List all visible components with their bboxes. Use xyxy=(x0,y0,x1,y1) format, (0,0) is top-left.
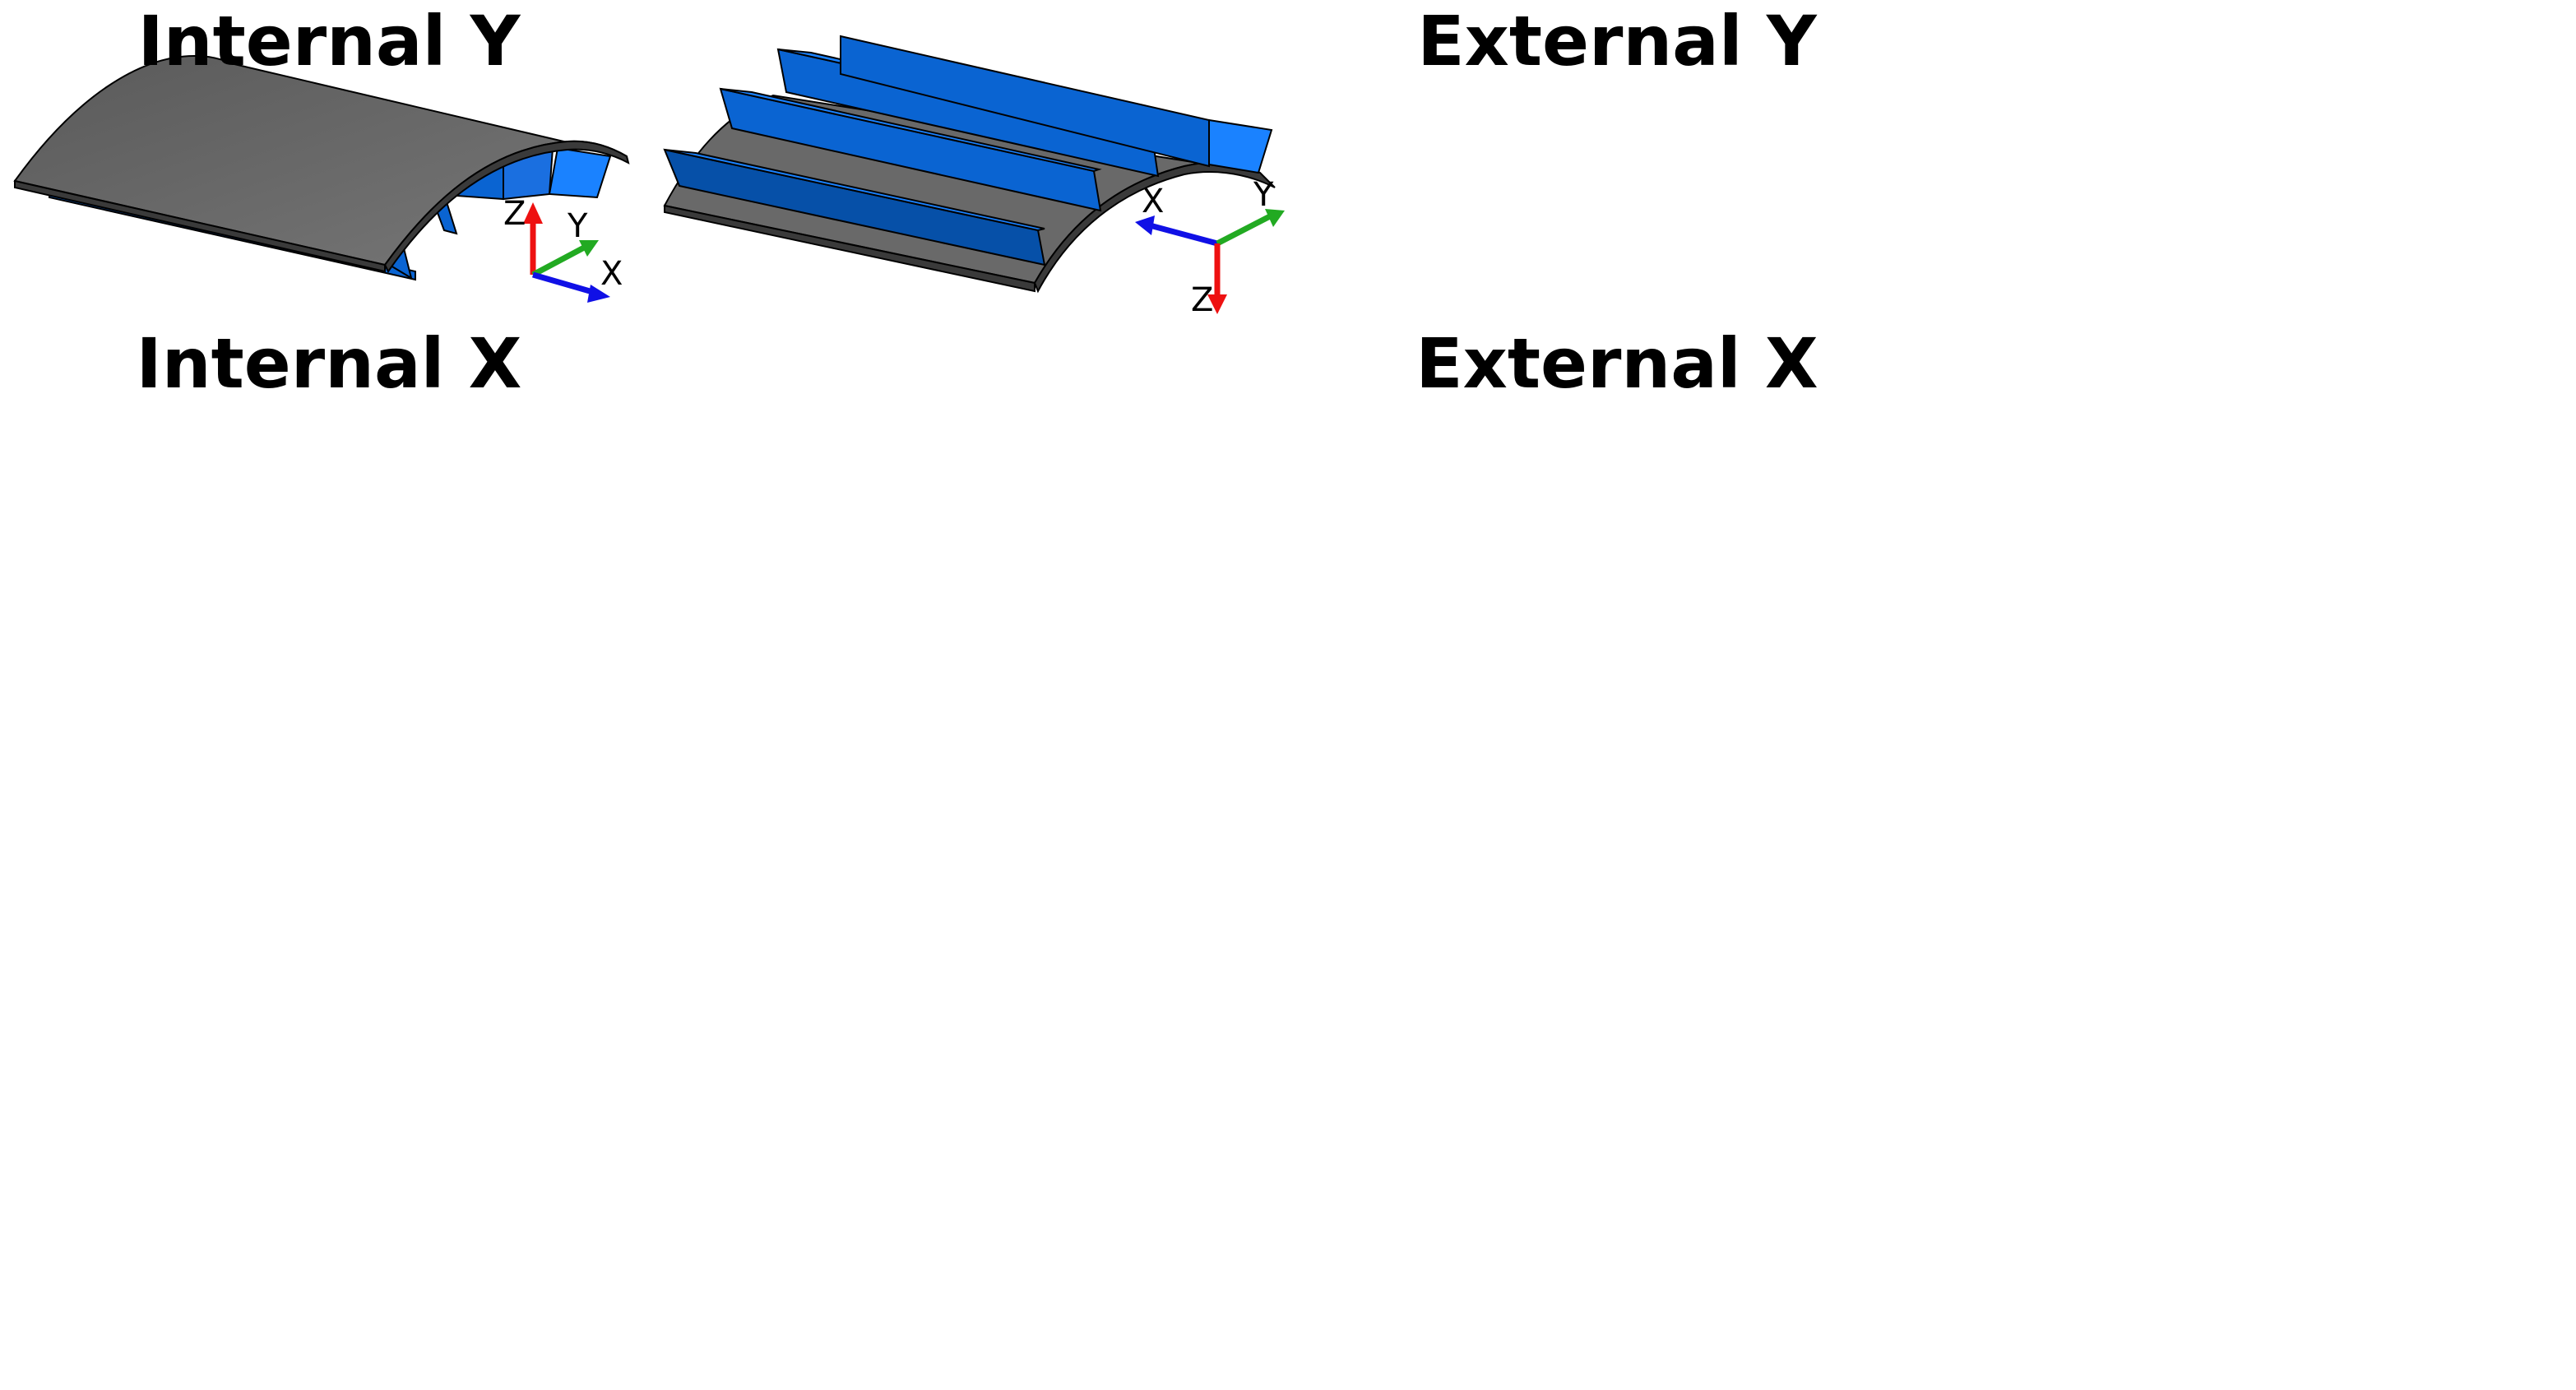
panel-title: External Y xyxy=(1417,1,1817,81)
stiffener xyxy=(720,88,1102,173)
axis-label-x: X xyxy=(600,255,623,293)
axis-label-x: X xyxy=(1142,183,1164,220)
axis-label-z: Z xyxy=(503,195,526,233)
panel-internal-y: Z Y X Internal Y xyxy=(0,0,1288,695)
axis-label-y: Y xyxy=(1253,176,1274,214)
coordinate-axes: X Y Z xyxy=(1135,176,1285,319)
skin-edge xyxy=(664,204,1035,293)
panel-title: Internal Y xyxy=(137,1,521,81)
skin-edge xyxy=(14,179,386,273)
panel-external-y: X Y Z External Y xyxy=(663,0,2576,695)
axis-label-z: Z xyxy=(1191,281,1213,319)
external-y-drawing: X Y Z xyxy=(663,35,1285,319)
coordinate-axes: Z Y X xyxy=(503,195,623,303)
stiffener xyxy=(664,149,1045,232)
panel-internal-x: Z Y X Internal X xyxy=(0,329,1288,1390)
internal-y-drawing: Z Y X xyxy=(13,54,630,303)
skin-end-edge xyxy=(383,140,630,273)
panel-title: Internal X xyxy=(136,323,522,404)
skin-end-edge xyxy=(1033,161,1276,294)
panel-external-x: X Y Z External X xyxy=(1288,329,2576,1390)
stiffener xyxy=(1208,118,1273,174)
stiffener xyxy=(548,146,612,199)
axis-label-y: Y xyxy=(567,207,588,245)
panel-title: External X xyxy=(1415,323,1818,404)
stiffener xyxy=(840,35,1210,168)
external-x-drawing: X Y Z xyxy=(0,0,1288,695)
